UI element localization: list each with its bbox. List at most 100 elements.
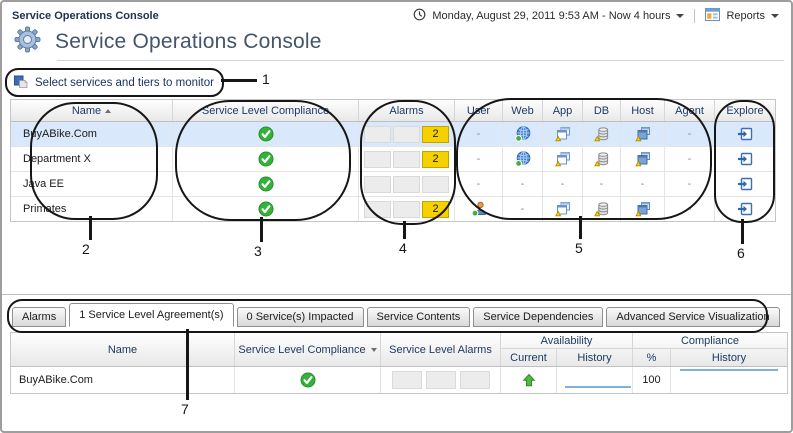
column-label: User: [466, 104, 491, 117]
column-header-user[interactable]: User: [455, 100, 503, 121]
column-header-web[interactable]: Web: [503, 100, 543, 121]
sla-table: Name Service Level Compliance Service Le…: [10, 332, 788, 394]
column-label: Web: [511, 104, 534, 117]
chevron-down-icon[interactable]: [771, 14, 779, 18]
column-header-app[interactable]: App: [543, 100, 583, 121]
alarm-count-cell[interactable]: [391, 371, 422, 389]
column-header-current[interactable]: Current: [501, 349, 557, 366]
globe-icon: [514, 126, 530, 142]
gear-icon: [14, 26, 41, 58]
group-label-compliance: Compliance: [633, 333, 787, 349]
column-header-service-level-compliance[interactable]: Service Level Compliance: [235, 333, 381, 366]
tab-service-level-agreements[interactable]: 1 Service Level Agreement(s): [69, 303, 234, 327]
compliance-cell: [173, 172, 359, 196]
alarm-count-cell[interactable]: [425, 371, 456, 389]
service-name-cell[interactable]: BuyABike.Com: [11, 367, 235, 393]
chevron-down-icon[interactable]: [676, 14, 685, 18]
service-name-cell[interactable]: BuyABike.Com: [11, 122, 173, 146]
callout-number-1: 1: [262, 71, 270, 87]
alarms-cell[interactable]: 2: [359, 197, 455, 221]
availability-current-cell: [501, 367, 557, 393]
sla-table-header: Name Service Level Compliance Service Le…: [11, 333, 787, 367]
detail-tabs: Alarms 1 Service Level Agreement(s) 0 Se…: [12, 303, 780, 327]
alarm-count-cell[interactable]: [422, 175, 449, 193]
select-services-link[interactable]: Select services and tiers to monitor: [14, 75, 214, 91]
column-label: DB: [593, 104, 610, 117]
app-tier-cell: [543, 122, 583, 146]
db-tier-cell: [583, 197, 621, 221]
column-header-alarms[interactable]: Alarms: [359, 100, 455, 121]
column-header-name[interactable]: Name: [11, 100, 173, 121]
alarms-cell[interactable]: 2: [359, 147, 455, 171]
tab-advanced-service-visualization[interactable]: Advanced Service Visualization: [606, 307, 780, 327]
callout-number-2: 2: [82, 241, 90, 257]
alarm-count-cell[interactable]: 2: [422, 125, 449, 143]
column-header-percent[interactable]: %: [633, 349, 671, 366]
alarm-count-cell[interactable]: [364, 175, 391, 193]
explore-button[interactable]: [715, 122, 775, 146]
column-label: Alarms: [389, 104, 424, 117]
green-check-icon: [257, 176, 274, 192]
alarm-count-cell[interactable]: [364, 200, 391, 218]
db-tier-warning-icon: [593, 202, 608, 217]
alarm-count-cell[interactable]: [364, 125, 391, 143]
explore-button[interactable]: [715, 197, 775, 221]
service-name-cell[interactable]: Java EE: [11, 172, 173, 196]
callout-number-6: 6: [737, 245, 745, 261]
host-tier-cell: [621, 147, 665, 171]
sla-row[interactable]: BuyABike.Com 100: [11, 367, 787, 393]
alarms-cell[interactable]: 2: [359, 122, 455, 146]
alarm-count-cell[interactable]: [459, 371, 490, 389]
column-label: Name: [107, 343, 138, 356]
tab-service-contents[interactable]: Service Contents: [366, 307, 471, 327]
sort-asc-icon: [105, 108, 112, 113]
tab-alarms[interactable]: Alarms: [12, 307, 67, 327]
person-icon: [471, 201, 486, 217]
alarm-count-cell[interactable]: 2: [422, 150, 449, 168]
alarms-cell[interactable]: [359, 172, 455, 196]
tab-service-dependencies[interactable]: Service Dependencies: [473, 307, 604, 327]
column-header-host[interactable]: Host: [621, 100, 665, 121]
callout-number-4: 4: [399, 240, 407, 256]
column-label: Host: [631, 104, 654, 117]
column-header-explore[interactable]: Explore: [715, 100, 775, 121]
alarm-count-cell[interactable]: 2: [422, 200, 449, 218]
web-tier-cell: [503, 147, 543, 171]
column-header-service-level-compliance[interactable]: Service Level Compliance: [173, 100, 359, 121]
table-row[interactable]: Primates 2 - -: [11, 197, 775, 221]
column-header-db[interactable]: DB: [583, 100, 621, 121]
column-header-availability-history[interactable]: History: [557, 349, 633, 366]
column-label: Service Level Compliance: [238, 343, 366, 356]
service-name-cell[interactable]: Department X: [11, 147, 173, 171]
explore-icon: [737, 202, 753, 216]
column-header-service-level-alarms[interactable]: Service Level Alarms: [381, 333, 501, 366]
table-row[interactable]: Department X 2 - -: [11, 147, 775, 172]
green-check-icon: [257, 126, 274, 142]
reports-menu[interactable]: Reports: [726, 10, 765, 22]
column-header-name[interactable]: Name: [11, 333, 235, 366]
column-header-agent[interactable]: Agent: [665, 100, 715, 121]
services-table-header: Name Service Level Compliance Alarms Use…: [11, 100, 775, 122]
table-row[interactable]: Java EE - - - - - -: [11, 172, 775, 197]
green-check-icon: [257, 151, 274, 167]
tab-services-impacted[interactable]: 0 Service(s) Impacted: [236, 307, 364, 327]
callout-number-3: 3: [254, 243, 262, 259]
time-range-control[interactable]: Monday, August 29, 2011 9:53 AM - Now 4 …: [432, 10, 671, 22]
alarm-count-cell[interactable]: [393, 125, 420, 143]
column-header-compliance-history[interactable]: History: [711, 351, 747, 364]
services-table: Name Service Level Compliance Alarms Use…: [10, 99, 776, 222]
table-row[interactable]: BuyABike.Com 2 - -: [11, 122, 775, 147]
compliance-cell: [173, 122, 359, 146]
breadcrumb: Service Operations Console: [12, 10, 159, 22]
host-tier-warning-icon: [635, 152, 650, 167]
time-range-icon: [413, 8, 426, 24]
service-name-cell[interactable]: Primates: [11, 197, 173, 221]
explore-button[interactable]: [715, 172, 775, 196]
alarm-count-cell[interactable]: [393, 150, 420, 168]
alarm-count-cell[interactable]: [393, 200, 420, 218]
user-tier-cell: -: [455, 122, 503, 146]
explore-button[interactable]: [715, 147, 775, 171]
service-level-alarms-cell[interactable]: [381, 367, 501, 393]
alarm-count-cell[interactable]: [393, 175, 420, 193]
alarm-count-cell[interactable]: [364, 150, 391, 168]
